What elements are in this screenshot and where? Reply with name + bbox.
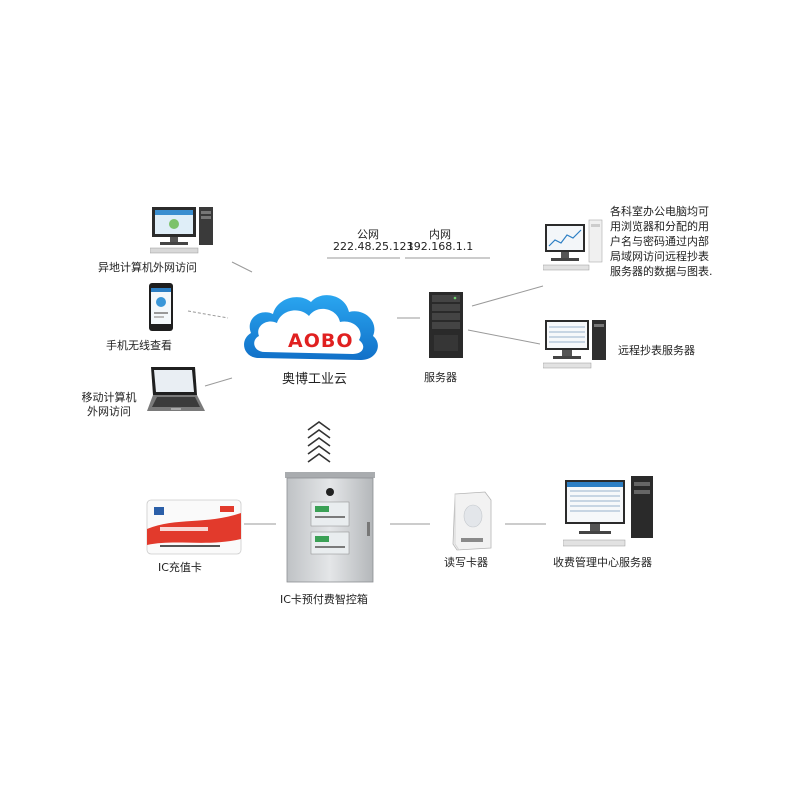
public-network-label: 公网 222.48.25.123 [333, 228, 414, 253]
remote-pc-link [231, 261, 253, 273]
billing-server-label: 收费管理中心服务器 [553, 556, 652, 569]
server-office-link [471, 285, 544, 307]
meter-server-icon [543, 320, 606, 369]
office-note-line3: 户名与密码通过内部 [610, 235, 709, 248]
billing-server-icon [563, 476, 653, 547]
lan-network-ip: 192.168.1.1 [406, 240, 474, 253]
phone-label: 手机无线查看 [106, 339, 172, 352]
card-reader-icon [452, 491, 492, 551]
office-access-note: 各科室办公电脑均可 用浏览器和分配的用 户名与密码通过内部 局域网访问远程抄表 … [610, 204, 713, 279]
laptop-label-line2: 外网访问 [87, 405, 131, 418]
office-note-line5: 服务器的数据与图表. [610, 265, 713, 278]
remote-pc-label: 异地计算机外网访问 [98, 261, 197, 274]
public-network-title: 公网 [357, 228, 379, 241]
office-note-line4: 局域网访问远程抄表 [610, 250, 709, 263]
smartphone-icon [149, 283, 173, 331]
card-reader-label: 读写卡器 [444, 556, 488, 569]
server-label: 服务器 [424, 371, 457, 384]
control-box-label: IC卡预付费智控箱 [280, 593, 368, 606]
server-meter-link [467, 329, 541, 345]
laptop-label: 移动计算机 外网访问 [74, 391, 144, 419]
meter-server-label: 远程抄表服务器 [618, 344, 695, 357]
ic-card-icon [146, 499, 242, 555]
cloud-label: 奥博工业云 [282, 372, 348, 387]
lan-network-label: 内网 192.168.1.1 [405, 229, 475, 253]
office-note-line1: 各科室办公电脑均可 [610, 205, 709, 218]
laptop-label-line1: 移动计算机 [81, 391, 137, 404]
phone-link [187, 310, 229, 319]
laptop-link [204, 377, 233, 387]
ic-card-label: IC充值卡 [158, 561, 202, 574]
server-tower-icon [429, 292, 463, 358]
remote-desktop-icon [150, 207, 213, 254]
control-box-icon [285, 472, 375, 583]
cloud-logo: AOBO [288, 330, 354, 352]
laptop-icon [147, 367, 205, 411]
cloud-icon [244, 295, 378, 360]
public-network-ip: 222.48.25.123 [333, 240, 414, 253]
uplink-arrows-icon [307, 421, 331, 463]
lan-network-title: 内网 [429, 228, 451, 241]
office-desktop-icon [543, 219, 603, 271]
office-note-line2: 用浏览器和分配的用 [610, 220, 709, 233]
